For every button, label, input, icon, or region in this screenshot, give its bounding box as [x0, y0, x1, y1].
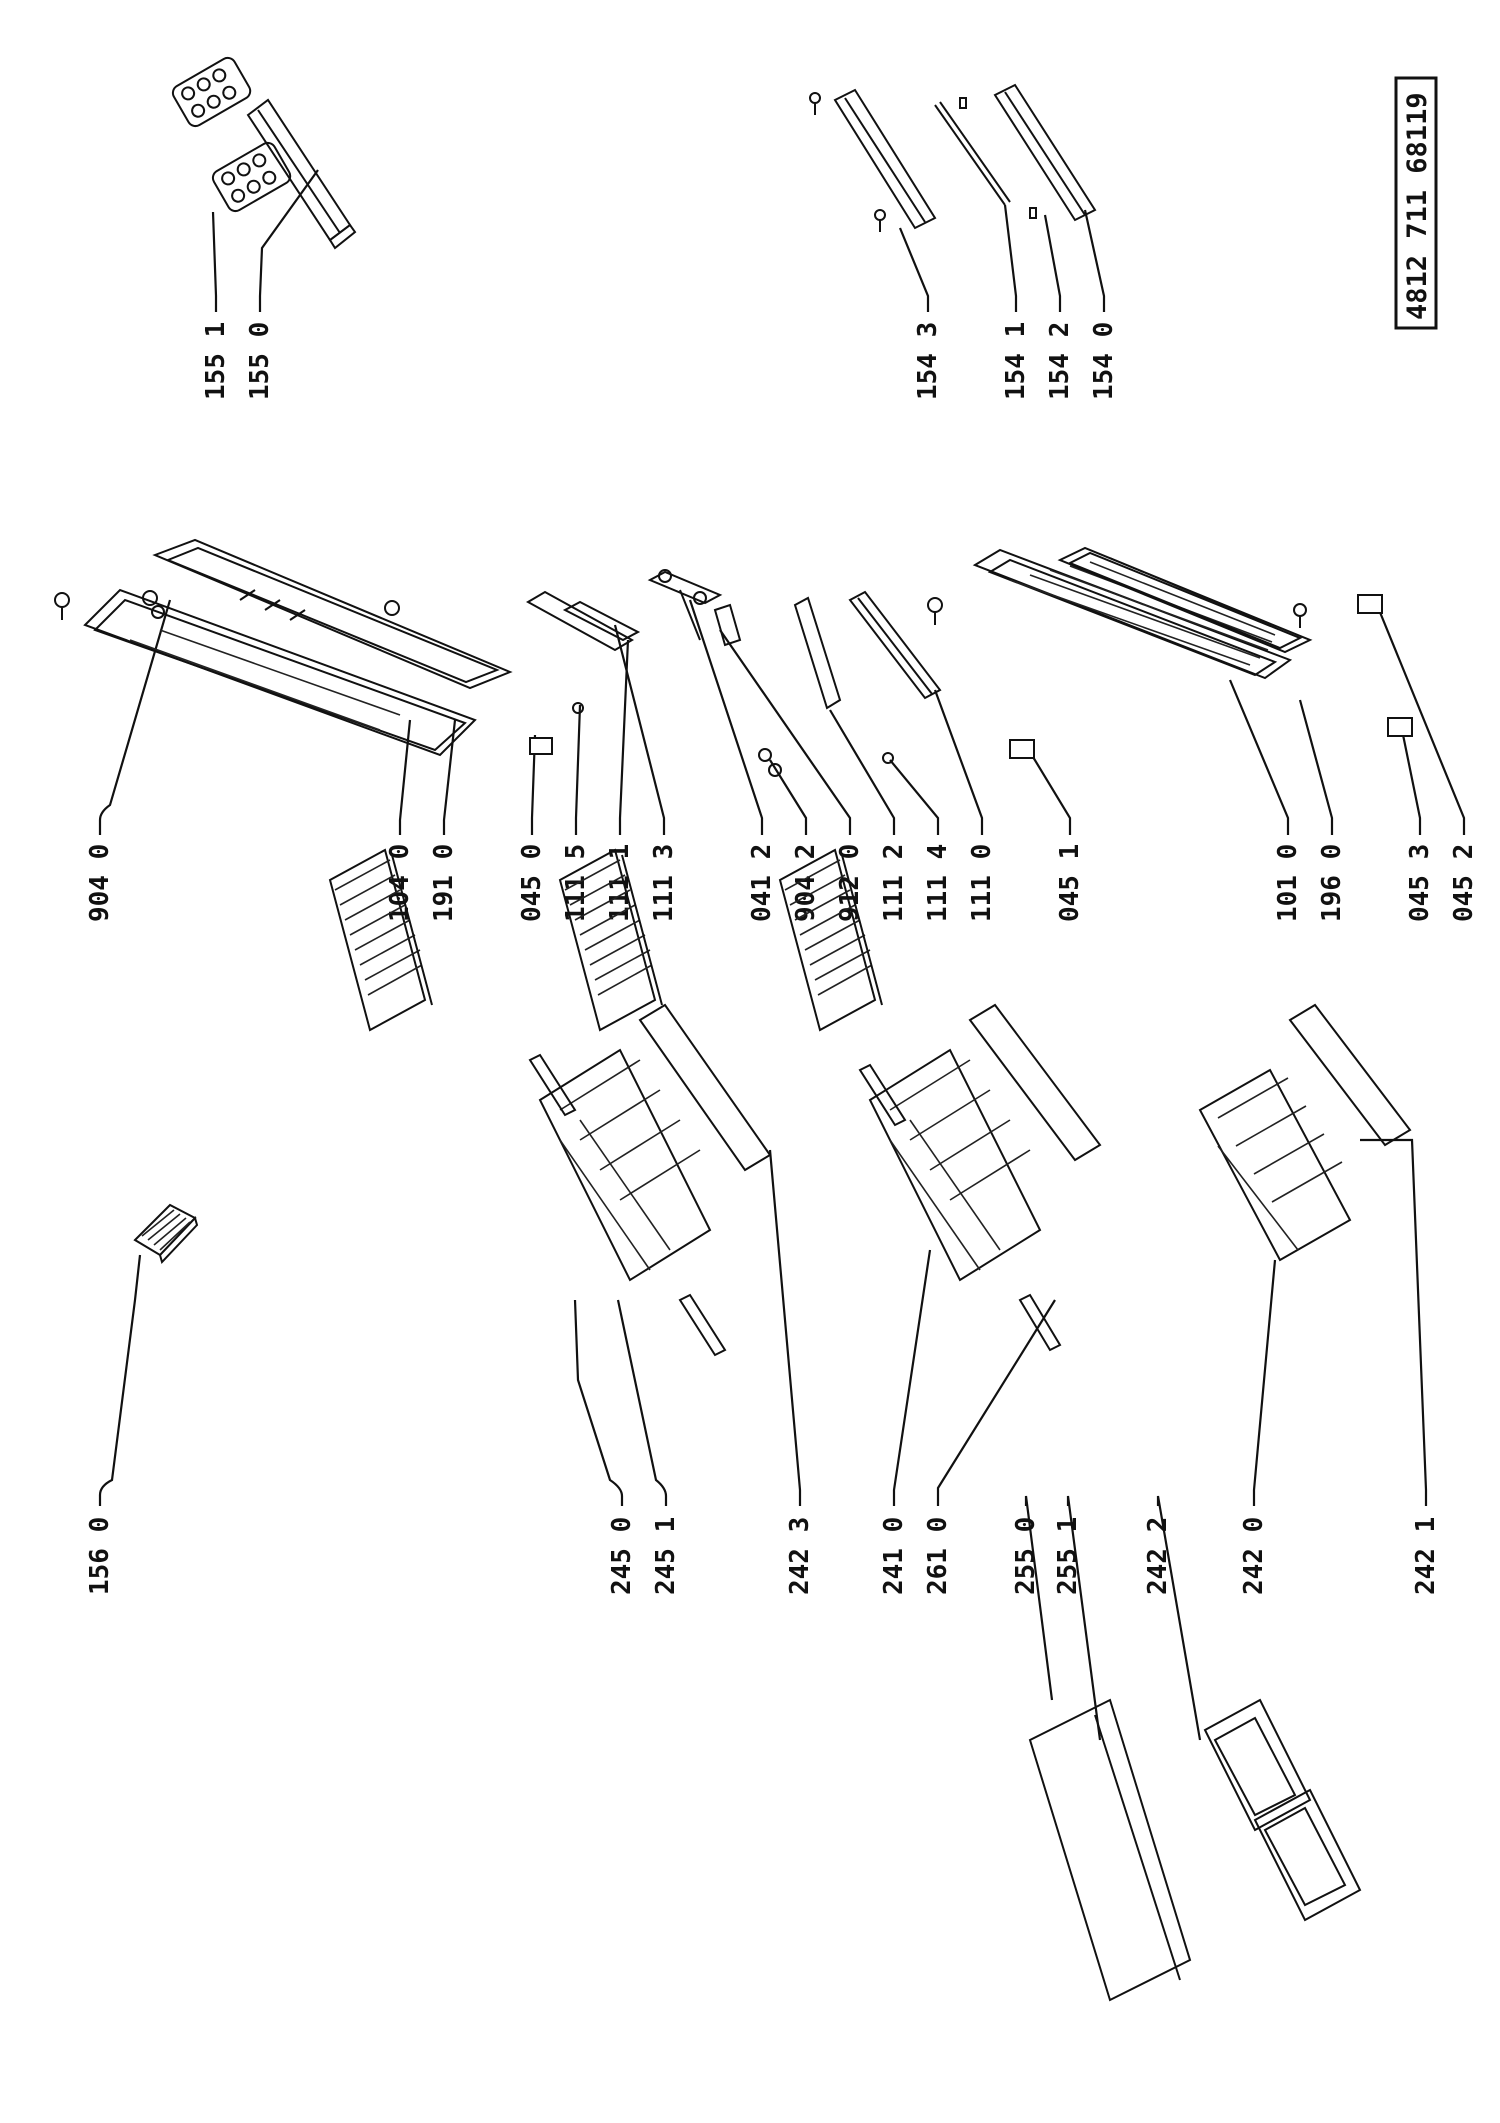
part-labels: 156 0 245 0 245 1 242 3 241 0 261 0 255 …: [85, 322, 1479, 1595]
door-shelf-154-0: [934, 83, 1097, 222]
label-242-0: 242 0: [1239, 1517, 1269, 1595]
wire-baskets: [528, 1003, 1412, 1357]
door-shelf-155-0: [246, 98, 357, 250]
label-154-3: 154 3: [913, 322, 943, 400]
label-191-0: 191 0: [429, 844, 459, 922]
crisper-drawers-242-2: [1203, 1698, 1362, 1922]
freezer-door-101: [927, 546, 1313, 680]
wire-shelves-245: [328, 848, 883, 1032]
label-245-1: 245 1: [651, 1517, 681, 1595]
label-045-0: 045 0: [517, 844, 547, 922]
label-111-2: 111 2: [879, 844, 909, 922]
label-242-3: 242 3: [785, 1517, 815, 1595]
label-041-2: 041 2: [747, 844, 777, 922]
label-904-2: 904 2: [791, 844, 821, 922]
label-156-0: 156 0: [85, 1517, 115, 1595]
label-155-1: 155 1: [201, 322, 231, 400]
upper-hinge-handle: [525, 590, 641, 755]
label-196-0: 196 0: [1317, 844, 1347, 922]
label-111-4: 111 4: [923, 844, 953, 922]
leader-lines: [98, 169, 1466, 1741]
label-154-1: 154 1: [1001, 322, 1031, 400]
label-111-3: 111 3: [649, 844, 679, 922]
label-111-0: 111 0: [967, 844, 997, 922]
label-241-0: 241 0: [879, 1517, 909, 1595]
label-242-1: 242 1: [1411, 1517, 1441, 1595]
document-number: 4812 711 68119: [1402, 92, 1433, 320]
label-101-0: 101 0: [1273, 844, 1303, 922]
door-shelf-154-3: [809, 88, 937, 232]
label-245-0: 245 0: [607, 1517, 637, 1595]
label-045-2: 045 2: [1449, 844, 1479, 922]
label-255-1: 255 1: [1053, 1517, 1083, 1595]
handle-bars-111: [793, 590, 942, 764]
hinge-045-1: [1009, 739, 1035, 759]
document-number-box: 4812 711 68119: [1394, 76, 1438, 330]
hinge-pin-041: [647, 569, 782, 777]
label-261-0: 261 0: [923, 1517, 953, 1595]
label-155-0: 155 0: [245, 322, 275, 400]
label-045-1: 045 1: [1055, 844, 1085, 922]
label-111-5: 111 5: [561, 844, 591, 922]
ice-tray-156: [133, 1203, 199, 1264]
label-154-0: 154 0: [1089, 322, 1119, 400]
egg-trays-155-1: [171, 56, 292, 213]
label-045-3: 045 3: [1405, 844, 1435, 922]
upper-door-104: [54, 538, 513, 757]
label-154-2: 154 2: [1045, 322, 1075, 400]
label-904-0: 904 0: [85, 844, 115, 922]
hinges-045-2-3: [1357, 594, 1413, 737]
glass-plate-255: [1028, 1698, 1192, 2002]
